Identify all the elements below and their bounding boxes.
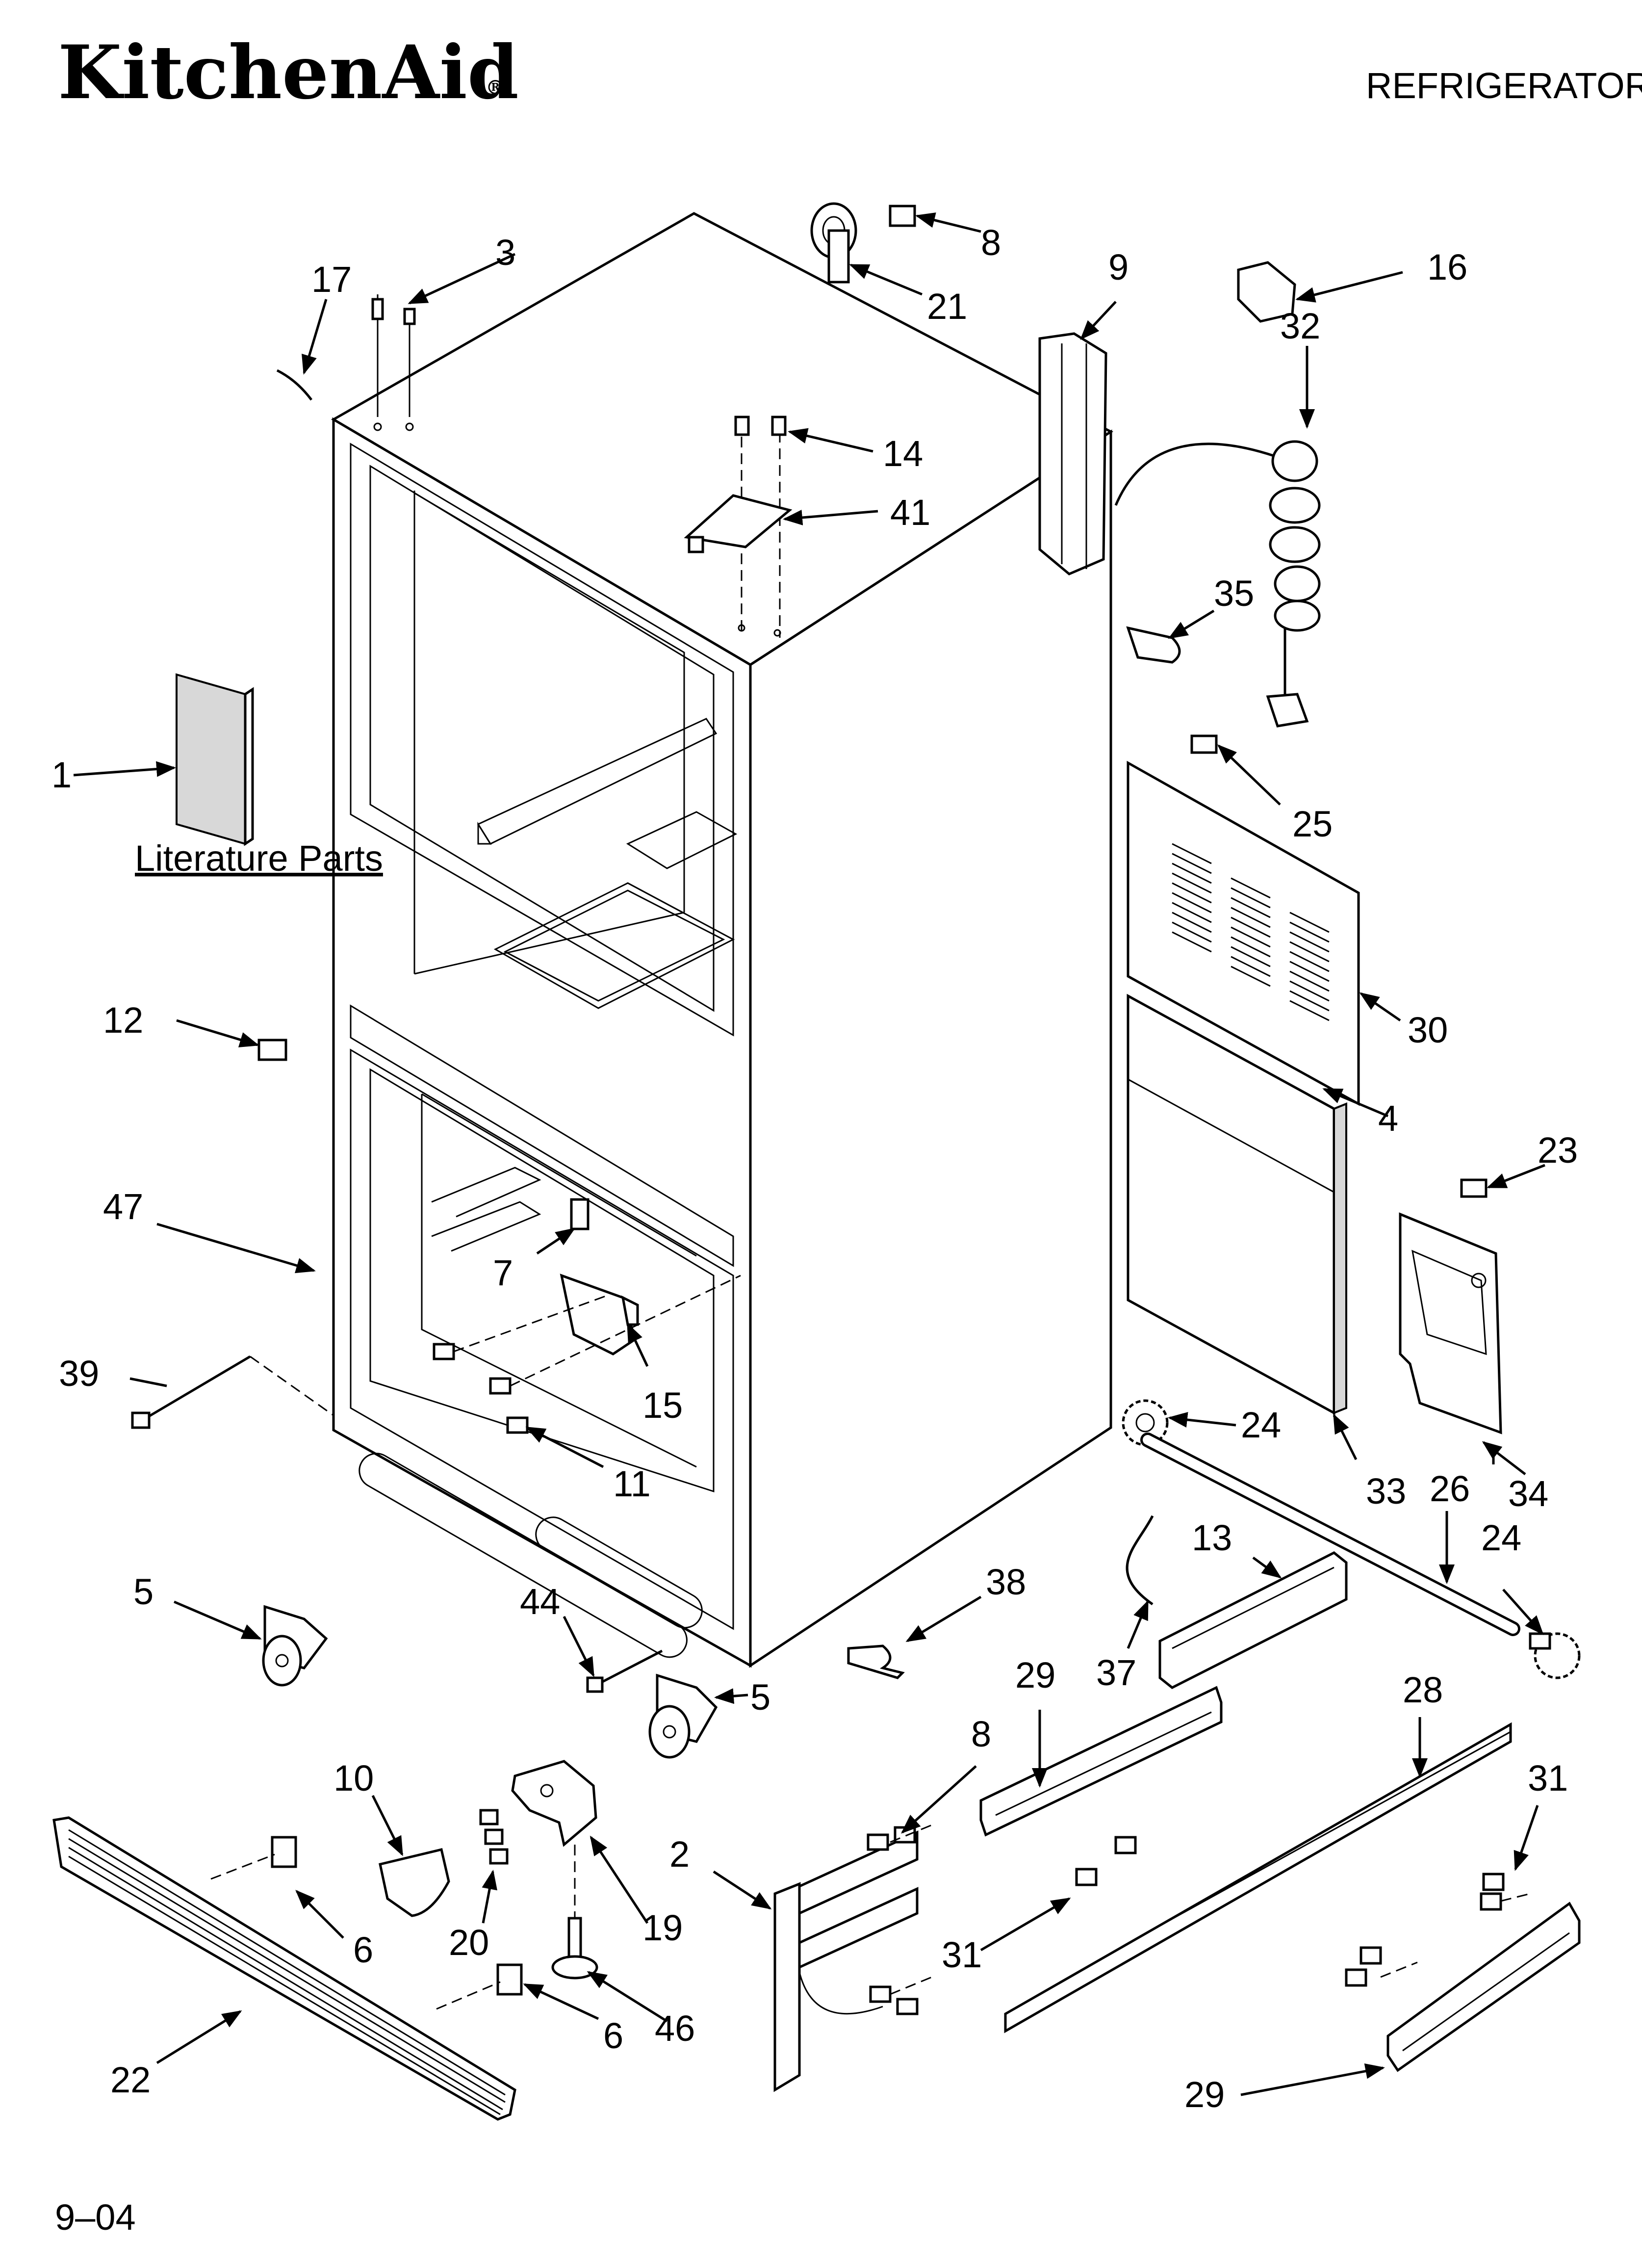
callout-12: 12: [103, 1000, 143, 1041]
part-20-screws: [479, 1809, 509, 1865]
part-11-screws: [433, 1343, 529, 1434]
callout-15: 15: [642, 1385, 683, 1426]
callout-35: 35: [1214, 573, 1254, 614]
part-31-screw-a: [1114, 1836, 1137, 1854]
part-31-screw-c: [1482, 1873, 1505, 1891]
part-5-caster-left: [262, 1605, 328, 1687]
callout-5-left: 5: [133, 1571, 154, 1612]
callout-29-upper: 29: [1015, 1655, 1055, 1695]
callout-7: 7: [493, 1252, 513, 1293]
part-28-slide-rail: [1004, 1722, 1512, 2033]
callout-44: 44: [520, 1581, 560, 1622]
refrigerator-cabinet: [331, 212, 1113, 1668]
part-29-rail-lower: [1386, 1902, 1581, 2072]
part-39-bolt: [131, 1355, 251, 1429]
part-19-hinge: [511, 1760, 597, 1847]
callout-5-right: 5: [750, 1677, 770, 1718]
part-24-gear-right: [1529, 1632, 1581, 1679]
callout-39: 39: [59, 1353, 99, 1394]
part-17-tube: [276, 369, 312, 401]
callout-16: 16: [1427, 247, 1467, 287]
part-8-screw: [889, 205, 916, 227]
callout-6-lower: 6: [603, 2015, 623, 2056]
part-6-clip-lower: [496, 1963, 523, 1996]
callout-20: 20: [449, 1922, 489, 1963]
callout-29-lower: 29: [1184, 2074, 1225, 2115]
part-2-rail-bracket: [773, 1826, 919, 2092]
callout-37: 37: [1096, 1652, 1136, 1693]
callout-19: 19: [642, 1907, 683, 1948]
part-41-bracket: [684, 416, 793, 638]
callout-4: 4: [1378, 1098, 1398, 1139]
callout-47: 47: [103, 1186, 143, 1227]
part-21-roller: [810, 202, 916, 284]
part-29-rail-upper: [979, 1686, 1223, 1837]
part-46-leveler: [551, 1917, 598, 1980]
part-32-power-cord: [1114, 440, 1321, 728]
part-44-bolt: [586, 1649, 663, 1693]
trademark-symbol: ®: [486, 76, 505, 99]
callout-46: 46: [655, 2008, 695, 2049]
callout-26: 26: [1430, 1468, 1470, 1509]
callout-8-bottom: 8: [971, 1714, 991, 1754]
part-6-clip-upper: [271, 1836, 297, 1868]
callout-21: 21: [927, 286, 967, 327]
callout-24-right: 24: [1481, 1517, 1521, 1558]
callout-32: 32: [1280, 306, 1320, 346]
callout-41: 41: [890, 492, 930, 533]
callout-23: 23: [1538, 1130, 1578, 1171]
callout-6-upper: 6: [353, 1929, 373, 1970]
callout-labels: 1 2 3 4 5 5 6 6 7 8 8 9 10 11 12 13 14 1…: [51, 222, 1578, 2115]
callout-30: 30: [1408, 1010, 1448, 1050]
callout-38: 38: [986, 1562, 1026, 1602]
part-31-screw-b: [1075, 1868, 1098, 1886]
callout-22: 22: [110, 2059, 151, 2100]
callout-1: 1: [51, 755, 72, 795]
part-34-bracket: [1399, 1212, 1502, 1434]
footer-date: 9–04: [55, 2197, 136, 2238]
literature-book: [176, 673, 246, 845]
callout-33: 33: [1366, 1471, 1406, 1512]
part-25-screw: [1190, 734, 1218, 754]
leader-lines: [73, 212, 1545, 2096]
product-title: REFRIGERATOR: [1366, 65, 1642, 106]
part-23-screw: [1460, 1178, 1488, 1198]
callout-25: 25: [1292, 804, 1333, 844]
part-38-clamp: [847, 1644, 905, 1679]
callout-28: 28: [1403, 1669, 1443, 1710]
callout-24-left: 24: [1241, 1405, 1281, 1445]
part-5-caster-right: [648, 1673, 718, 1759]
callout-9: 9: [1108, 247, 1129, 287]
callout-31-right: 31: [1528, 1758, 1568, 1799]
brand-logo: KitchenAid: [58, 29, 519, 116]
callout-2: 2: [669, 1834, 690, 1875]
callout-13: 13: [1192, 1517, 1232, 1558]
callout-34: 34: [1508, 1473, 1548, 1514]
part-22-grille: [52, 1816, 516, 2121]
literature-caption: Literature Parts: [135, 838, 383, 879]
callout-8-top: 8: [981, 222, 1001, 263]
callout-3: 3: [495, 232, 515, 273]
callout-14: 14: [883, 433, 923, 474]
part-33-lower-panel: [1127, 993, 1347, 1415]
part-3-screws: [371, 294, 416, 417]
part-37-tube: [1126, 1515, 1154, 1606]
callout-31-left: 31: [942, 1934, 982, 1975]
part-35-clamp: [1126, 626, 1181, 664]
part-10-bracket: [379, 1848, 450, 1917]
part-13-bracket: [1158, 1551, 1348, 1689]
callout-11: 11: [613, 1463, 651, 1504]
part-9-channel: [1038, 332, 1107, 575]
part-12-screw: [257, 1039, 287, 1061]
callout-17: 17: [311, 259, 352, 300]
part-16-clip: [1237, 261, 1296, 323]
callout-10: 10: [334, 1758, 374, 1799]
